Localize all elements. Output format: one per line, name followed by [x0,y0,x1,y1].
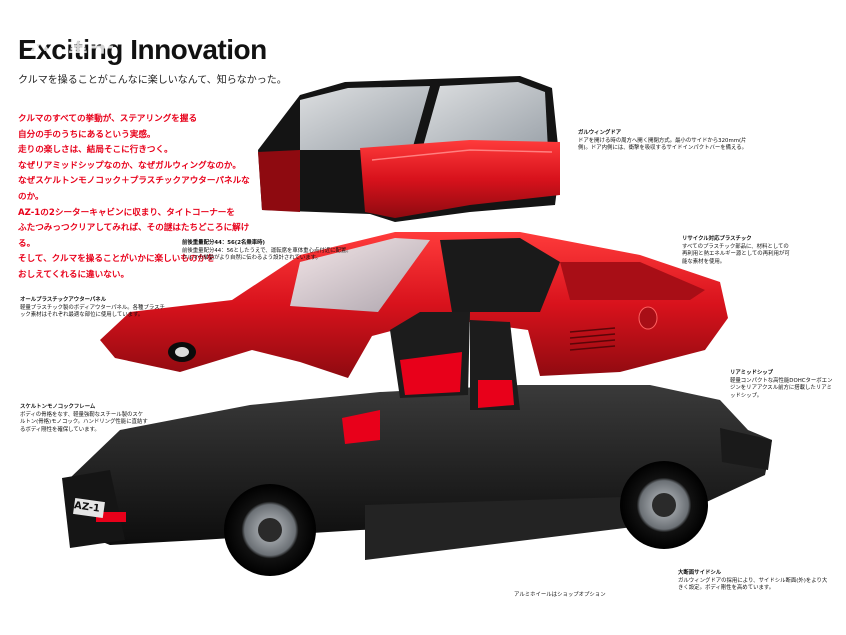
caption-recyclable-plastic: リサイクル対応プラスチック すべてのプラスチック部品に、材料としての再利用と熱エ… [682,236,792,266]
caption-skeleton-monocoque: スケルトンモノコックフレーム ボディの骨格をなす、軽量強靭なスチール製のスケルト… [20,404,148,434]
caption-title: 大断面サイドシル [678,570,722,576]
caption-body: 軽量コンパクトな高性能DOHCターボエンジンをリアアクスル前方に搭載したリアミッ… [730,378,833,399]
caption-weight-distribution: 前後重量配分44：56(2名乗車時) 前後重量配分44：56としたうえで、運転席… [182,240,352,263]
body-copy-line: なぜスケルトンモノコック＋プラスチックアウターパネルなのか。 [18,176,250,202]
caption-body: 軽量プラスチック製のボディアウターパネル。各種プラスチック素材はそれぞれ最適な部… [20,305,165,319]
caption-body: ボディの骨格をなす、軽量強靭なスチール製のスケルトン(骨格)モノコック。ハンドリ… [20,412,148,433]
body-copy-line: そして、クルマを操ることがいかに楽しいものかを [18,254,215,265]
body-copy-line: ふたつみっつクリアしてみれば、その謎はたちどころに解ける。 [18,223,250,249]
caption-side-sill: 大断面サイドシル ガルウィングドアの採用により、サイドシル断面(外)をより大きく… [678,570,828,593]
caption-body: すべてのプラスチック部品に、材料としての再利用と熱エネルギー源としての再利用が可… [682,244,790,265]
page-subtitle: クルマを操ることがこんなに楽しいなんて、知らなかった。 [18,75,287,86]
body-copy-line: AZ-1の2シーターキャビンに収まり、タイトコーナーを [18,207,235,218]
gullwing-door-unit [258,76,560,222]
front-wheel [224,484,316,576]
caption-title: スケルトンモノコックフレーム [20,404,96,410]
body-copy-line: クルマのすべての挙動が、ステアリングを握る [18,114,198,124]
body-copy-line: なぜリアミッドシップなのか、なぜガルウィングなのか。 [18,160,241,171]
caption-gullwing-door: ガルウィングドア ドアを開ける時の周方へ開く開閉方式。最小のサイドから320mm… [578,130,753,153]
caption-title: オールプラスチックアウターパネル [20,297,107,303]
body-copy: クルマのすべての挙動が、ステアリングを握る 自分の手のうちにあるという実感。 走… [18,112,258,284]
caption-title: リサイクル対応プラスチック [682,236,752,242]
watermark-logo: X 懂车 [30,28,116,58]
body-copy-line: おしえてくれるに違いない。 [18,269,130,280]
footnote-wheel-option: アルミホイールはショップオプション [514,592,606,598]
body-copy-line: 走りの楽しさは、結局そこに行きつく。 [18,145,173,156]
caption-plastic-outer-panel: オールプラスチックアウターパネル 軽量プラスチック製のボディアウターパネル。各種… [20,297,165,320]
body-copy-line: 自分の手のうちにあるという実感。 [18,129,156,140]
rear-wheel [620,461,708,549]
caption-title: リアミッドシップ [730,370,774,376]
skeleton-monocoque-chassis [62,312,772,576]
outer-body-panel [100,232,728,378]
caption-rear-midship: リアミッドシップ 軽量コンパクトな高性能DOHCターボエンジンをリアアクスル前方… [730,370,835,400]
caption-body: ドアを開ける時の周方へ開く開閉方式。最小のサイドから320mm(片側)。ドア内側… [578,138,748,152]
page-title: Exciting Innovation [18,34,267,65]
caption-title: ガルウィングドア [578,130,622,136]
caption-title: 前後重量配分44：56(2名乗車時) [182,240,265,246]
caption-body: ガルウィングドアの採用により、サイドシル断面(外)をより大きく設定。ボディ剛性を… [678,578,828,592]
caption-body: 前後重量配分44：56としたうえで、運転席を車体重心点付近に配置。クルマの挙動が… [182,248,352,262]
